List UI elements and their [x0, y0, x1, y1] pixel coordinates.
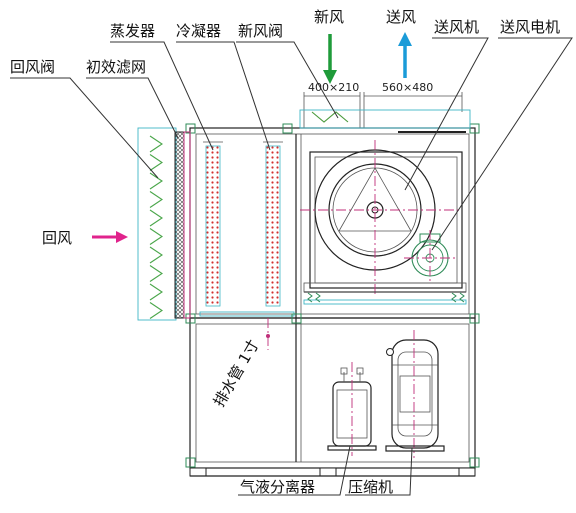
supply-air-label: 送风 [386, 8, 416, 26]
compressor-label: 压缩机 [348, 478, 393, 496]
evaporator-label: 蒸发器 [110, 22, 155, 40]
return-air-arrow-icon [92, 231, 128, 243]
supply-fan-motor-label: 送风电机 [500, 18, 560, 36]
primary-filter-label: 初效滤网 [86, 58, 146, 76]
return-air-valve-label: 回风阀 [10, 58, 55, 76]
damper-blade [149, 283, 163, 301]
supply-fan-label: 送风机 [434, 18, 479, 36]
damper-blade [149, 302, 163, 319]
return-air-label: 回风 [42, 229, 72, 247]
supply-fan [300, 140, 467, 303]
damper-blade [149, 191, 163, 208]
drain-pipe-label: 排水管 1寸 [210, 337, 263, 410]
damper-blade [149, 246, 163, 264]
gas-liquid-separator-label: 气液分离器 [240, 478, 315, 496]
damper-blade [149, 154, 163, 171]
fresh-air-opening-dimension: 400×210 [308, 81, 359, 94]
fresh-air-valve-label: 新风阀 [238, 22, 283, 40]
damper-blade [149, 265, 163, 282]
leader-lines [10, 37, 573, 496]
top-openings [299, 92, 471, 133]
damper-blade [149, 172, 163, 190]
cabinet [185, 123, 480, 477]
evaporator-coil [203, 141, 223, 307]
condenser-coil [263, 141, 283, 307]
supply-air-opening-dimension: 560×480 [382, 81, 433, 94]
gas-liquid-separator [327, 362, 377, 456]
damper-blade [149, 209, 163, 227]
damper-blade [149, 135, 163, 153]
drain-pipe: 排水管 1寸 [210, 318, 270, 410]
supply-fan-motor [404, 230, 456, 282]
fresh-air-arrow-icon [323, 34, 337, 84]
primary-filter [174, 131, 191, 319]
damper-blade [149, 228, 163, 245]
return-air-damper [137, 127, 177, 321]
condenser-label: 冷凝器 [176, 22, 221, 40]
supply-air-arrow-icon [398, 32, 412, 78]
compressor [385, 330, 445, 458]
fresh-air-label: 新风 [314, 8, 344, 26]
